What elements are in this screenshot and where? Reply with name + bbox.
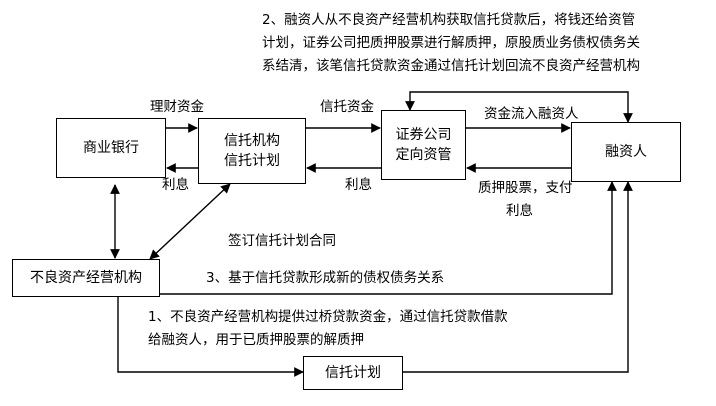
securities-company-box: 证券公司 定向资管 (381, 110, 466, 180)
note-2-line-1: 2、融资人从不良资产经营机构获取信托贷款后，将钱还给资管 (262, 12, 636, 28)
securities-company-label: 证券公司 (395, 127, 452, 143)
note-2-line-3: 系结清，该笔信托贷款资金通过信托计划回流不良资产经营机构 (262, 58, 640, 74)
note-2: 2、融资人从不良资产经营机构获取信托贷款后，将钱还给资管 计划，证券公司把质押股… (262, 9, 640, 78)
arrow-note2-loop (405, 91, 633, 123)
label-funds-to-borrower: 资金流入融资人 (484, 106, 579, 122)
label-interest-to-bank: 利息 (162, 177, 189, 193)
npa-company-box: 不良资产经营机构 (12, 259, 160, 297)
note-3: 3、基于信托贷款形成新的债权债务关系 (206, 270, 445, 286)
borrower-label: 融资人 (605, 144, 647, 160)
label-interest-to-trust: 利息 (345, 177, 372, 193)
trust-plan-bottom-box: 信托计划 (303, 356, 403, 390)
trust-institution-label: 信托机构 (224, 133, 280, 149)
label-trust-funds: 信托资金 (320, 99, 374, 115)
note-1: 1、不良资产经营机构提供过桥贷款资金，通过信托贷款借款 给融资人，用于已质押股票… (148, 306, 508, 352)
label-wealth-funds: 理财资金 (150, 99, 204, 115)
borrower-box: 融资人 (571, 122, 681, 182)
commercial-bank-box: 商业银行 (56, 118, 166, 178)
label-pledge-payment-line1: 质押股票，支付 (478, 180, 573, 196)
arrow-note3-new-debt (160, 181, 617, 295)
note-1-line-2: 给融资人，用于已质押股票的解质押 (148, 332, 364, 348)
trust-plan-bottom-label: 信托计划 (325, 365, 381, 381)
note-1-line-1: 1、不良资产经营机构提供过桥贷款资金，通过信托贷款借款 (148, 309, 508, 325)
npa-company-label: 不良资产经营机构 (30, 270, 142, 286)
label-sign-contract: 签订信托计划合同 (228, 233, 336, 249)
trust-plan-label: 信托计划 (224, 153, 280, 169)
arrow-trust-plan-to-borrower (403, 181, 633, 373)
trust-institution-box: 信托机构 信托计划 (198, 118, 306, 184)
label-pledge-payment-line2: 利息 (506, 203, 533, 219)
arrow-trust-npa (149, 183, 231, 260)
commercial-bank-label: 商业银行 (83, 140, 139, 156)
directed-asset-mgmt-label: 定向资管 (395, 147, 452, 163)
arrow-note1-bridge-loan (117, 290, 304, 377)
note-2-line-2: 计划，证券公司把质押股票进行解质押，原股质业务债权债务关 (262, 35, 640, 51)
